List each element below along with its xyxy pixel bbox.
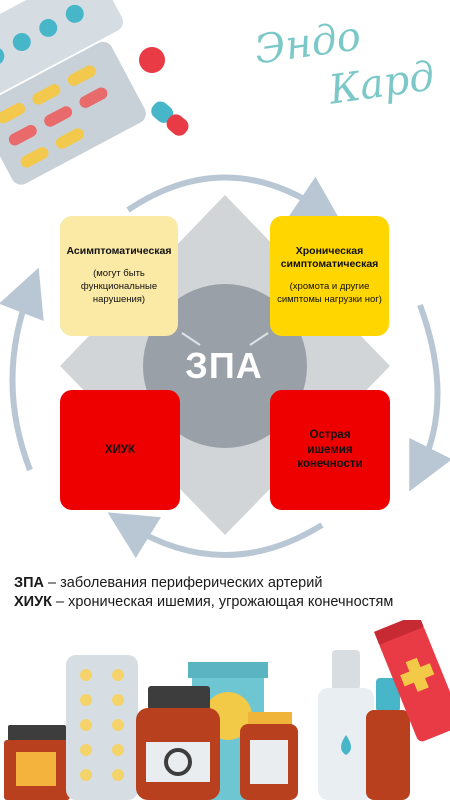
brand-line-1: Эндо [251, 13, 364, 74]
stage-subtitle: (могут быть функциональные нарушения) [80, 268, 158, 305]
stage-title: ХИУК [104, 443, 136, 456]
brand-logo: Эндо Кард [251, 0, 445, 132]
pills-illustration [0, 0, 189, 185]
legend-definition: – хроническая ишемия, угрожающая конечно… [51, 594, 394, 610]
stage-title: Хроническая симптоматическая [280, 245, 379, 271]
center-circle [143, 284, 307, 448]
legend-term: ХИУК [14, 594, 52, 610]
stage-title: Острая ишемия конечности [297, 429, 363, 471]
center-label: ЗПА [185, 345, 263, 386]
stage-title: Асимптоматическая [66, 245, 172, 258]
stage-asymptomatic: Асимптоматическая (могут быть функционал… [60, 216, 178, 336]
legend-definition: – заболевания периферических артерий [43, 575, 323, 591]
cycle-arrows [0, 174, 450, 559]
stage-chronic-symptomatic: Хроническая симптоматическая (хромота и … [270, 216, 389, 336]
stage-cliti: ХИУК [60, 390, 180, 510]
brand-line-2: Кард [326, 53, 438, 114]
legend-item: ЗПА – заболевания периферических артерий [14, 574, 444, 593]
legend: ЗПА – заболевания периферических артерий… [14, 574, 444, 612]
medicine-illustration [4, 620, 450, 800]
legend-term: ЗПА [14, 575, 44, 591]
legend-item: ХИУК – хроническая ишемия, угрожающая ко… [14, 593, 444, 612]
stage-subtitle: (хромота и другие симптомы нагрузки ног) [277, 281, 382, 306]
stage-acute-ischemia: Острая ишемия конечности [270, 390, 390, 510]
